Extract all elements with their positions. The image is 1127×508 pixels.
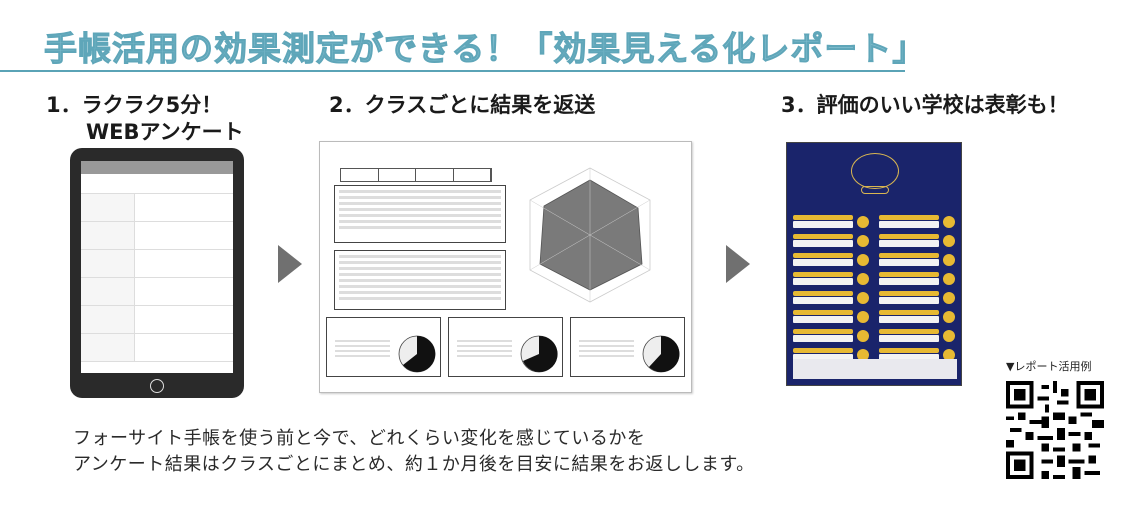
tablet-survey-image: [70, 148, 244, 398]
report-summary-box: [334, 185, 506, 243]
survey-header-bar: [81, 161, 233, 174]
report-header-table: [340, 168, 492, 182]
survey-question-row: [81, 334, 233, 362]
award-year-badge: [861, 186, 889, 194]
step-1-heading: 1．ラクラク5分！ WEBアンケート: [46, 92, 244, 146]
survey-question-row: [81, 278, 233, 306]
qr-code-icon[interactable]: [1006, 381, 1104, 479]
poster-footer-band: [793, 359, 957, 379]
report-radar-chart: [529, 167, 651, 303]
tablet-home-button: [150, 379, 164, 393]
page-title: 手帳活用の効果測定ができる！「効果見える化レポート」: [43, 29, 927, 69]
description-line-1: フォーサイト手帳を使う前と今で、どれくらい変化を感じているかを: [73, 428, 646, 449]
pie-chart-icon: [520, 335, 558, 373]
report-pie-panel: [448, 317, 563, 377]
pie-chart-icon: [642, 335, 680, 373]
report-pie-panel: [570, 317, 685, 377]
survey-intro-placeholder: [81, 174, 233, 194]
report-pie-panel: [326, 317, 441, 377]
report-sample-image: [319, 141, 692, 393]
step-1-line-1: 1．ラクラク5分！: [46, 93, 223, 117]
qr-caption: ▼レポート活用例: [1006, 360, 1092, 373]
pie-chart-icon: [398, 335, 436, 373]
step-2-heading: 2．クラスごとに結果を返送: [329, 93, 596, 117]
step-1-line-2: WEBアンケート: [86, 120, 244, 144]
award-grid: [793, 215, 957, 367]
laurel-emblem-icon: [851, 153, 899, 189]
survey-question-row: [81, 194, 233, 222]
tablet-screen: [81, 161, 233, 373]
award-poster-image: [786, 142, 962, 386]
title-underline: [0, 70, 905, 72]
description-text: フォーサイト手帳を使う前と今で、どれくらい変化を感じているかを アンケート結果は…: [73, 426, 755, 478]
description-line-2: アンケート結果はクラスごとにまとめ、約１か月後を目安に結果をお返しします。: [73, 454, 755, 475]
survey-question-row: [81, 222, 233, 250]
report-comment-box: [334, 250, 506, 310]
arrow-right-icon: [278, 245, 302, 283]
step-3-heading: 3．評価のいい学校は表彰も！: [781, 93, 1069, 117]
survey-question-row: [81, 250, 233, 278]
survey-question-row: [81, 306, 233, 334]
arrow-right-icon: [726, 245, 750, 283]
